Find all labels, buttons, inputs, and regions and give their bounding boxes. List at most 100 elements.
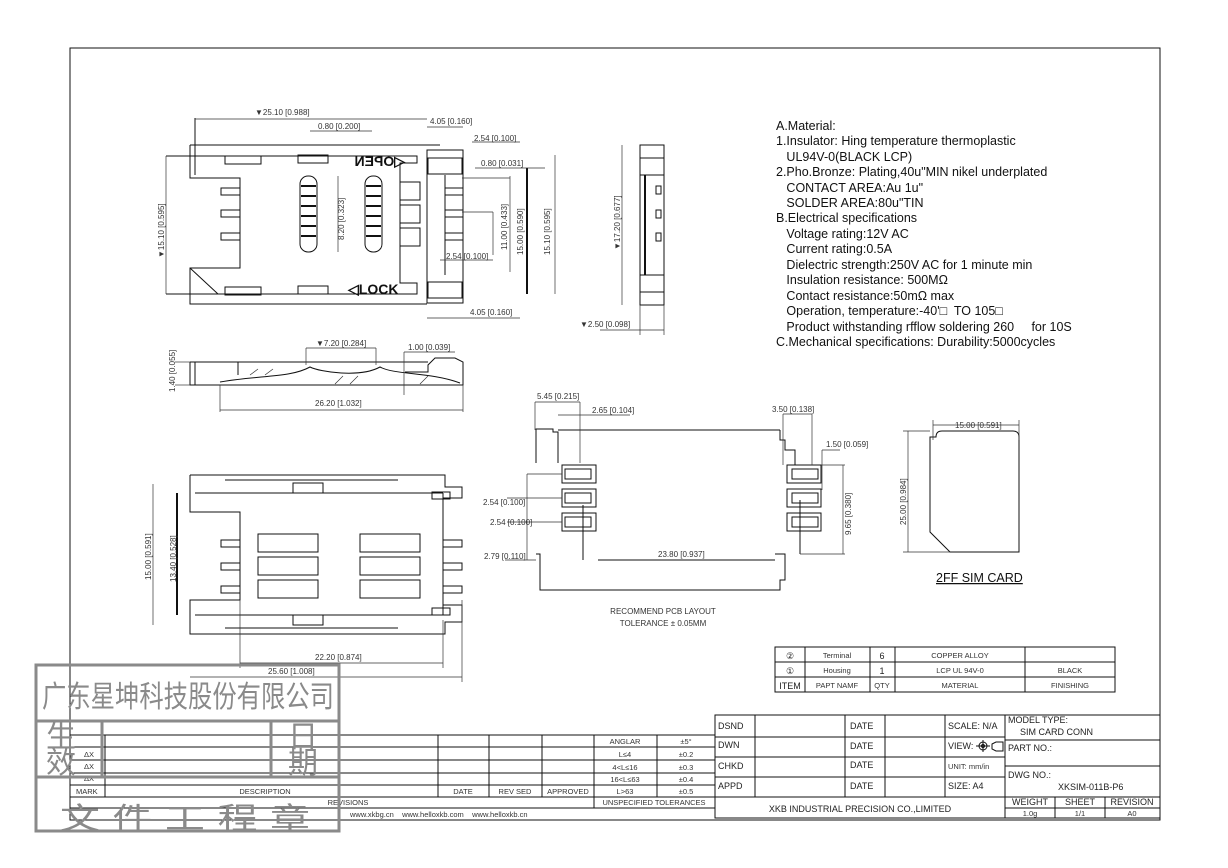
note-line: C.Mechanical specifications: Durability:…	[776, 335, 1055, 349]
note-line: Dielectric strength:250V AC for 1 minute…	[776, 258, 1032, 272]
model-type-label: MODEL TYPE:	[1008, 715, 1068, 725]
stamp-date: 日	[288, 720, 318, 755]
open-marking: ◁OPEN	[355, 153, 406, 169]
weight-value: 1.0g	[1023, 809, 1038, 818]
role-label: APPD	[718, 781, 743, 791]
note-line: CONTACT AREA:Au 1u"	[776, 181, 923, 195]
unit-label: UNIT: mm/in	[948, 762, 989, 771]
tolerance-cell: ±0.5	[679, 787, 694, 796]
role-label: DSND	[718, 721, 744, 731]
dim-label: 15.10 [0.595]	[543, 208, 552, 255]
contact-springs	[257, 533, 421, 599]
dim-label: 25.60 [1.008]	[268, 667, 315, 676]
parts-cell: ②	[786, 651, 794, 661]
role-label: CHKD	[718, 761, 744, 771]
parts-header: PAPT NAMF	[816, 681, 859, 690]
right-side-view: ▼17.20 [0.677] ▼2.50 [0.098]	[580, 144, 665, 335]
rev-header: DATE	[453, 787, 472, 796]
top-view: ◁OPEN ◁LOCK ▼25.10 [0.988] 0.80 [0.200] …	[157, 108, 556, 319]
tolerance-cell: ±0.2	[679, 750, 694, 759]
dim-label: ▼15.10 [0.595]	[157, 203, 166, 258]
parts-cell: LCP UL 94V-0	[936, 666, 984, 675]
dim-label: 23.80 [0.937]	[658, 550, 705, 559]
stamp-date: 期	[288, 746, 318, 781]
dim-label: 2.54 [0.100]	[483, 498, 525, 507]
dim-label: 15.00 [0.591]	[144, 533, 153, 580]
parts-header: FINISHING	[1051, 681, 1089, 690]
dim-label: ▼25.10 [0.988]	[255, 108, 310, 117]
tolerances-title: UNSPECIFIED TOLERANCES	[602, 798, 705, 807]
date-label: DATE	[850, 760, 873, 770]
rev-header: DESCRIPTION	[239, 787, 290, 796]
dim-label: 1.40 [0.055]	[168, 350, 177, 392]
parts-cell: Housing	[823, 666, 851, 675]
dim-label: 13.40 [0.528]	[169, 535, 178, 582]
dim-label: 3.50 [0.138]	[772, 405, 814, 414]
note-line: A.Material:	[776, 119, 836, 133]
weight-label: WEIGHT	[1012, 797, 1048, 807]
sim-card-outline: 15.00 [0.591] 25.00 [0.984] 2FF SIM CARD	[899, 420, 1023, 585]
dim-label: 2.79 [0.110]	[484, 552, 526, 561]
tolerance-cell: 16<L≤63	[610, 775, 639, 784]
parts-cell: BLACK	[1058, 666, 1083, 675]
dim-label: 0.80 [0.031]	[481, 159, 523, 168]
parts-cell: 6	[879, 651, 884, 661]
dim-label: 26.20 [1.032]	[315, 399, 362, 408]
tolerance-cell: ±0.4	[679, 775, 694, 784]
pcb-layout: 5.45 [0.215] 2.65 [0.104] 3.50 [0.138] 1…	[483, 392, 868, 628]
parts-cell: 1	[879, 666, 884, 676]
tolerance-cell: L≤4	[619, 750, 631, 759]
rev-header: MARK	[76, 787, 98, 796]
revision-label: REVISION	[1110, 797, 1153, 807]
dim-label: 1.00 [0.039]	[408, 343, 450, 352]
stamp-effective: 效	[46, 746, 76, 781]
note-line: 2.Pho.Bronze: Plating,40u"MIN nikel unde…	[776, 165, 1047, 179]
specification-notes: A.Material: 1.Insulator: Hing temperatur…	[776, 119, 1072, 349]
pcb-caption: RECOMMEND PCB LAYOUT	[610, 607, 716, 616]
lock-marking: ◁LOCK	[347, 281, 398, 297]
parts-header: MATERIAL	[942, 681, 979, 690]
parts-cell: COPPER ALLOY	[931, 651, 989, 660]
dim-label: 1.50 [0.059]	[826, 440, 868, 449]
company-name: XKB INDUSTRIAL PRECISION CO.,LIMITED	[769, 804, 952, 814]
date-label: DATE	[850, 741, 873, 751]
rev-header: REV SED	[499, 787, 533, 796]
dim-label: ▼17.20 [0.677]	[613, 195, 622, 250]
side-view: ▼7.20 [0.284] 1.00 [0.039] 1.40 [0.055] …	[168, 339, 464, 412]
scale-label: SCALE: N/A	[948, 721, 998, 731]
dim-label: 15.00 [0.590]	[516, 208, 525, 255]
websites: www.xkbg.cn www.helloxkb.com www.helloxk…	[349, 810, 528, 819]
parts-cell: ①	[786, 666, 794, 676]
part-no-label: PART NO.:	[1008, 743, 1052, 753]
revision-value: A0	[1127, 809, 1136, 818]
dim-label: 15.00 [0.591]	[955, 421, 1002, 430]
dim-label: 2.65 [0.104]	[592, 406, 634, 415]
view-label: VIEW:	[948, 741, 973, 751]
pcb-pads	[561, 464, 822, 532]
tolerance-cell: 4<L≤16	[612, 763, 637, 772]
note-line: Insulation resistance: 500MΩ	[776, 273, 948, 287]
tolerance-cell: L>63	[617, 787, 634, 796]
revisions-title: REVISIONS	[328, 798, 369, 807]
note-line: SOLDER AREA:80u"TIN	[776, 196, 924, 210]
sim-card-caption: 2FF SIM CARD	[936, 571, 1023, 585]
title-block: DSND DWN CHKD APPD DATE DATE DATE DATE S…	[714, 714, 1161, 819]
parts-table: ② Terminal 6 COPPER ALLOY ① Housing 1 LC…	[774, 646, 1116, 693]
dim-label: 4.05 [0.160]	[470, 308, 512, 317]
note-line: Current rating:0.5A	[776, 242, 893, 256]
dim-label: 2.54 [0.100]	[446, 252, 488, 261]
note-line: Contact resistance:50mΩ max	[776, 289, 955, 303]
model-type: SIM CARD CONN	[1020, 727, 1093, 737]
note-line: Product withstanding rfflow soldering 26…	[776, 320, 1072, 334]
engineering-stamp: 广东星坤科技股份有限公司 生 效 日 期 文 件 工 程 章	[34, 663, 341, 837]
projection-symbol-icon	[976, 740, 1004, 752]
dwg-no-label: DWG NO.:	[1008, 770, 1051, 780]
parts-cell: Terminal	[823, 651, 852, 660]
note-line: 1.Insulator: Hing temperature thermoplas…	[776, 134, 1016, 148]
stamp-effective: 生	[46, 720, 76, 755]
tolerance-cell: ±5°	[680, 737, 691, 746]
dwg-no: XKSIM-011B-P6	[1058, 782, 1123, 792]
sheet-value: 1/1	[1075, 809, 1085, 818]
rev-header: APPROVED	[547, 787, 589, 796]
rev-mark: ΔX	[84, 750, 94, 759]
